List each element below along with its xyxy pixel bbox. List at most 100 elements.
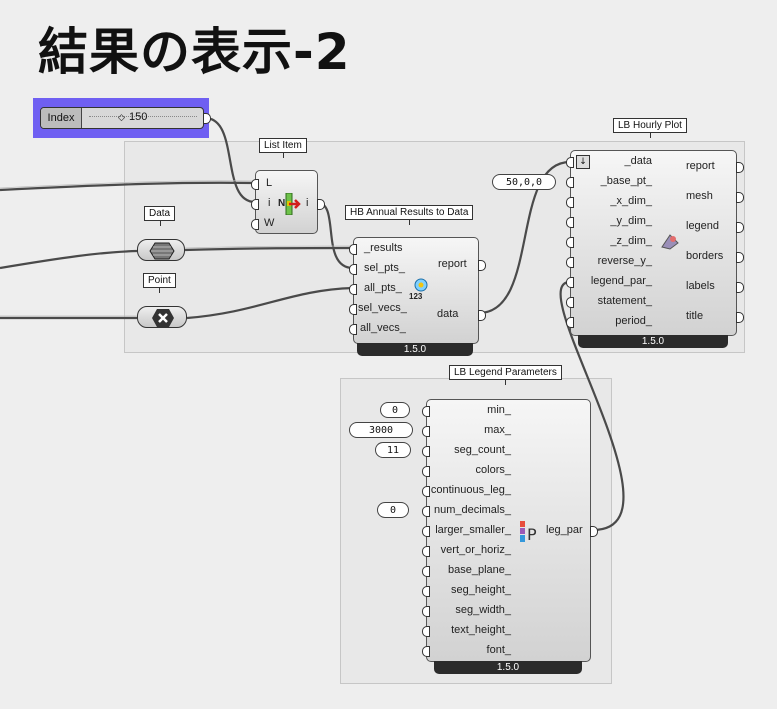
lb-input-statement: statement_ <box>597 295 652 307</box>
max-value[interactable]: 3000 <box>349 422 413 438</box>
hb-port-sel-vecs[interactable] <box>349 304 357 315</box>
hb-port-data[interactable] <box>478 310 486 321</box>
lb-port-legend[interactable] <box>736 222 744 233</box>
lb-port-reverse-y[interactable] <box>566 257 574 268</box>
slider-output-port[interactable] <box>203 113 211 124</box>
lb-output-mesh: mesh <box>686 190 713 202</box>
legend-input-larger-smaller: larger_smaller_ <box>435 524 511 536</box>
list-item-input-W: W <box>264 217 275 229</box>
legend-input-seg-width: seg_width_ <box>455 604 511 616</box>
legend-port-base-plane[interactable] <box>422 566 430 577</box>
hb-port-report[interactable] <box>478 260 486 271</box>
legend-port-leg-par[interactable] <box>590 526 598 537</box>
lb-output-borders: borders <box>686 250 724 262</box>
wire-point-to-allpts <box>186 286 354 320</box>
lb-port-base-pt[interactable] <box>566 177 574 188</box>
lb-output-report: report <box>686 160 715 172</box>
legend-port-min[interactable] <box>422 406 430 417</box>
legend-port-continuous-leg[interactable] <box>422 486 430 497</box>
data-param[interactable] <box>137 239 185 261</box>
lb-output-title: title <box>686 310 704 322</box>
legend-input-colors: colors_ <box>475 464 511 476</box>
legend-input-vert-or-horiz: vert_or_horiz_ <box>440 544 511 556</box>
lb-port-labels[interactable] <box>736 282 744 293</box>
num-decimals-value[interactable]: 0 <box>377 502 409 518</box>
list-item-component[interactable]: L i W N i <box>251 170 325 234</box>
min-value[interactable]: 0 <box>380 402 410 418</box>
hexagon-icon <box>149 242 175 260</box>
download-icon[interactable]: ↓ <box>576 155 590 169</box>
hb-input-sel-vecs: sel_vecs_ <box>358 302 407 314</box>
legend-input-num-decimals: num_decimals_ <box>433 504 511 516</box>
lb-input-legend-par: legend_par_ <box>590 275 652 287</box>
slider-handle-icon[interactable]: ◇ <box>118 113 125 123</box>
hb-input-sel-pts: sel_pts_ <box>364 262 405 274</box>
hb-annual-version: 1.5.0 <box>357 343 473 356</box>
list-item-tag: List Item <box>259 138 307 158</box>
point-x-icon <box>152 309 174 327</box>
hb-port-all-vecs[interactable] <box>349 324 357 335</box>
hb-port-sel-pts[interactable] <box>349 264 357 275</box>
legend-port-colors[interactable] <box>422 466 430 477</box>
index-slider[interactable]: Index ◇ 150 <box>33 98 211 138</box>
lb-port-legend-par[interactable] <box>566 277 574 288</box>
slider-track[interactable]: Index ◇ 150 <box>40 107 204 129</box>
wire-legpar-to-legendpar <box>559 280 625 532</box>
hb-port-all-pts[interactable] <box>349 284 357 295</box>
lb-port-data[interactable] <box>566 157 574 168</box>
legend-output-leg-par: leg_par <box>546 524 583 536</box>
hb-icon-text: 123 <box>409 292 423 301</box>
list-item-port-W[interactable] <box>251 219 259 230</box>
lb-port-x-dim[interactable] <box>566 197 574 208</box>
wire-data-to-lbdata <box>478 160 571 315</box>
lb-legend-component[interactable]: min_ max_ seg_count_ colors_ continuous_… <box>422 399 598 662</box>
hb-annual-component[interactable]: _results sel_pts_ all_pts_ sel_vecs_ all… <box>349 237 486 344</box>
legend-port-max[interactable] <box>422 426 430 437</box>
hb-input-all-pts: all_pts_ <box>364 282 402 294</box>
legend-input-seg-count: seg_count_ <box>454 444 511 456</box>
hb-input-results: _results <box>364 242 403 254</box>
list-item-port-out[interactable] <box>317 199 325 210</box>
lb-port-statement[interactable] <box>566 297 574 308</box>
legend-input-max: max_ <box>484 424 511 436</box>
wire-left-to-L <box>0 181 256 192</box>
lb-legend-version: 1.5.0 <box>434 661 582 674</box>
legend-port-font[interactable] <box>422 646 430 657</box>
legend-input-seg-height: seg_height_ <box>451 584 511 596</box>
lb-port-report[interactable] <box>736 162 744 173</box>
lb-port-period[interactable] <box>566 317 574 328</box>
list-item-port-L[interactable] <box>251 179 259 190</box>
list-item-input-i: i <box>268 197 271 209</box>
lb-port-y-dim[interactable] <box>566 217 574 228</box>
base-pt-value[interactable]: 50,0,0 <box>492 174 556 190</box>
data-param-tag: Data <box>144 206 176 226</box>
wire-left-to-data <box>0 249 138 270</box>
hb-output-report: report <box>438 258 467 270</box>
lb-hourly-tag: LB Hourly Plot <box>613 118 687 138</box>
lb-hourly-component[interactable]: ↓ _data _base_pt_ _x_dim_ _y_dim_ _z_dim… <box>566 150 744 336</box>
lb-input-y-dim: _y_dim_ <box>610 215 652 227</box>
legend-port-text-height[interactable] <box>422 626 430 637</box>
list-item-icon-letter: N <box>278 198 286 209</box>
point-param[interactable] <box>137 306 187 328</box>
slider-label: Index <box>41 108 82 128</box>
legend-port-seg-height[interactable] <box>422 586 430 597</box>
wire-data-to-results <box>184 246 354 252</box>
lb-port-z-dim[interactable] <box>566 237 574 248</box>
list-item-port-i[interactable] <box>251 199 259 210</box>
hb-port-results[interactable] <box>349 244 357 255</box>
hourly-plot-icon <box>661 234 679 250</box>
lb-port-borders[interactable] <box>736 252 744 263</box>
lb-output-legend: legend <box>686 220 720 232</box>
legend-port-num-decimals[interactable] <box>422 506 430 517</box>
lb-port-mesh[interactable] <box>736 192 744 203</box>
lb-input-period: period_ <box>615 315 652 327</box>
legend-port-seg-count[interactable] <box>422 446 430 457</box>
legend-port-seg-width[interactable] <box>422 606 430 617</box>
page-title: 結果の表示-2 <box>38 23 351 81</box>
seg-count-value[interactable]: 11 <box>375 442 411 458</box>
lb-port-title[interactable] <box>736 312 744 323</box>
legend-port-larger-smaller[interactable] <box>422 526 430 537</box>
list-item-output-i: i <box>306 197 309 209</box>
legend-port-vert-or-horiz[interactable] <box>422 546 430 557</box>
